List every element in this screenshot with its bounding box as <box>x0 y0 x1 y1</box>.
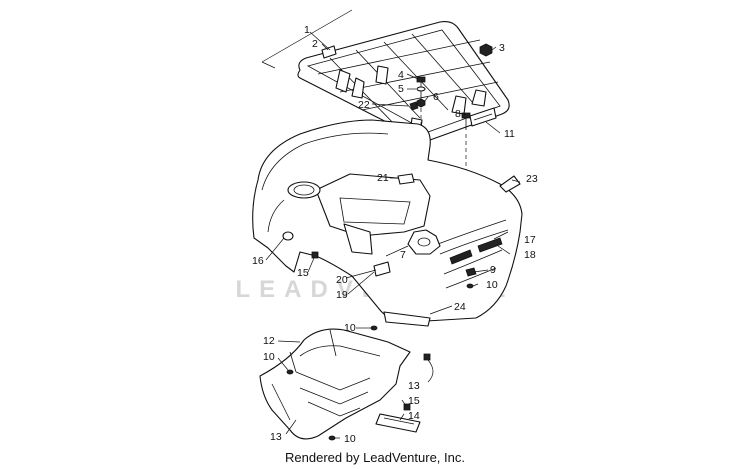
callout-9: 9 <box>490 264 496 276</box>
callout-12: 12 <box>263 335 275 347</box>
callout-10-footwell: 10 <box>263 351 275 363</box>
callout-20: 20 <box>336 274 348 286</box>
callout-21: 21 <box>377 172 389 184</box>
callout-15-footwell: 15 <box>408 395 420 407</box>
callout-10-fender: 10 <box>486 279 498 291</box>
callout-23: 23 <box>526 173 538 185</box>
callout-17: 17 <box>524 234 536 246</box>
callout-10-mid: 10 <box>344 322 356 334</box>
callout-10-bottom: 10 <box>344 433 356 445</box>
callout-19: 19 <box>336 289 348 301</box>
callout-16: 16 <box>252 255 264 267</box>
callouts: 1 2 3 4 5 6 22 8 11 21 23 16 15 7 20 19 … <box>252 24 538 445</box>
callout-1: 1 <box>304 24 310 36</box>
footer-credit: Rendered by LeadVenture, Inc. <box>285 450 465 465</box>
callout-11: 11 <box>504 128 515 140</box>
fender-hardware <box>370 267 477 331</box>
callout-13-right: 13 <box>408 380 420 392</box>
callout-8: 8 <box>455 108 461 120</box>
callout-15: 15 <box>297 267 309 279</box>
callout-22: 22 <box>358 99 370 111</box>
callout-2: 2 <box>312 38 318 50</box>
callout-3: 3 <box>499 42 505 54</box>
rear-rack[interactable] <box>261 9 510 142</box>
leader-lines <box>265 31 521 439</box>
callout-14: 14 <box>408 410 420 422</box>
callout-5: 5 <box>398 83 404 95</box>
callout-24: 24 <box>454 301 466 313</box>
callout-13-left: 13 <box>270 431 282 443</box>
footwell[interactable] <box>259 328 431 441</box>
callout-4: 4 <box>398 69 404 81</box>
callout-7: 7 <box>400 249 406 261</box>
callout-6: 6 <box>433 91 439 103</box>
rear-fender[interactable] <box>252 119 523 327</box>
callout-18: 18 <box>524 249 536 261</box>
